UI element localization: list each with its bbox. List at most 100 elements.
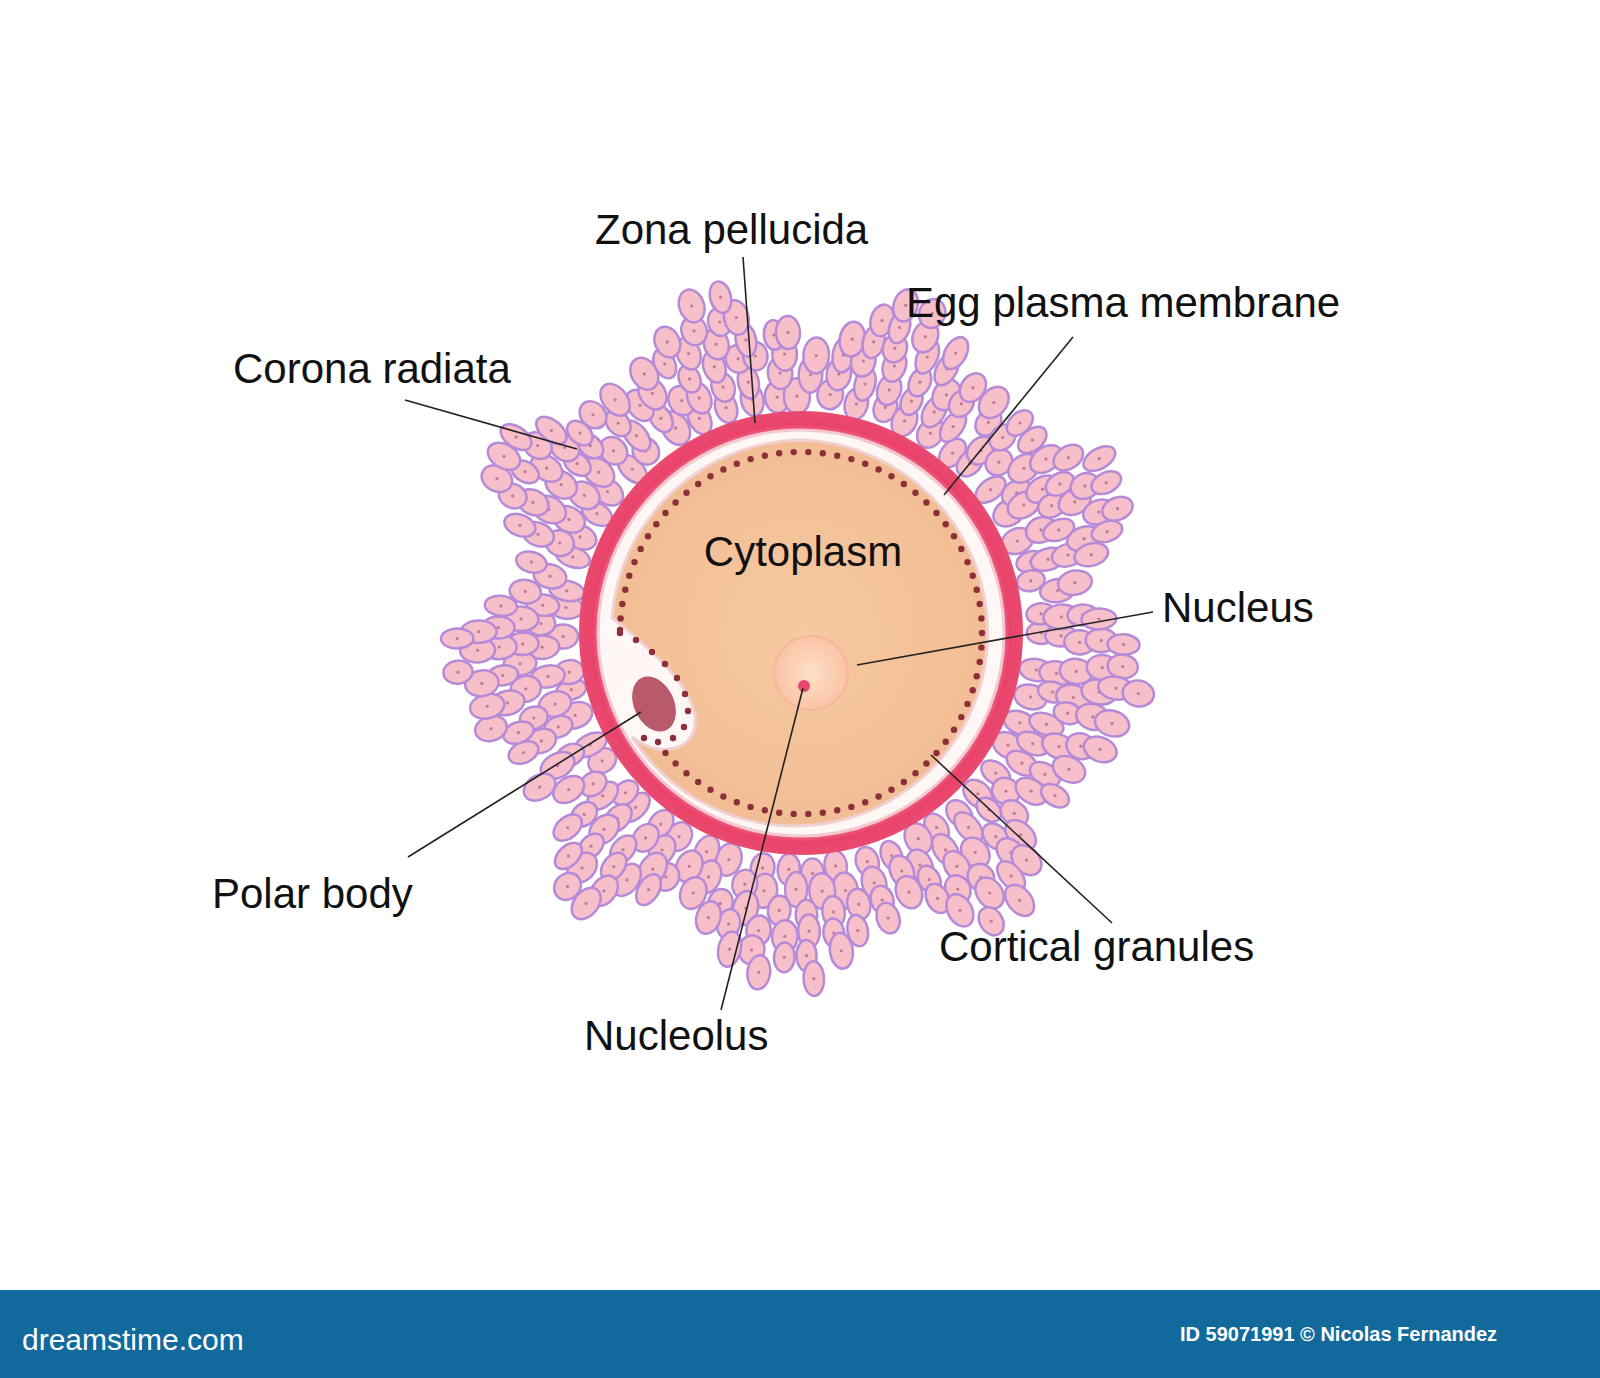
cell-nucleus — [1097, 510, 1100, 513]
follicle-cell — [1080, 732, 1120, 767]
cell-nucleus — [1029, 579, 1032, 582]
cell-nucleus — [625, 878, 628, 881]
follicle-cell — [1121, 678, 1156, 709]
cortical-granule — [681, 724, 687, 730]
cell-nucleus — [719, 296, 722, 299]
follicle-cell — [1099, 493, 1136, 525]
cell-nucleus — [680, 399, 683, 402]
cortical-granule — [791, 449, 797, 455]
cell-nucleus — [856, 929, 859, 932]
cell-nucleus — [1099, 748, 1102, 751]
cell-nucleus — [881, 319, 884, 322]
cortical-granule — [747, 804, 753, 810]
cell-nucleus — [812, 977, 815, 980]
cell-nucleus — [907, 891, 910, 894]
cell-nucleus — [537, 533, 540, 536]
cell-nucleus — [1083, 537, 1086, 540]
cell-nucleus — [832, 910, 835, 913]
cell-nucleus — [606, 490, 609, 493]
cortical-granule — [933, 510, 939, 516]
cell-nucleus — [651, 392, 654, 395]
cortical-granule — [970, 687, 976, 693]
cell-nucleus — [574, 714, 577, 717]
cortical-granule — [638, 546, 644, 552]
cell-nucleus — [727, 922, 730, 925]
cell-nucleus — [560, 483, 563, 486]
cell-nucleus — [737, 357, 740, 360]
cell-nucleus — [1067, 768, 1070, 771]
perivitelline-space — [598, 430, 1004, 836]
leader-lines — [405, 257, 1153, 1010]
part-label: Cortical granules — [939, 924, 1254, 970]
cortical-granule — [776, 810, 782, 816]
cell-nucleus — [1066, 712, 1069, 715]
polar-body — [624, 669, 685, 738]
cortical-granule — [655, 739, 661, 745]
follicle-cell — [973, 381, 1015, 424]
cell-nucleus — [1067, 456, 1070, 459]
cell-nucleus — [612, 865, 615, 868]
cell-nucleus — [918, 381, 921, 384]
cell-nucleus — [498, 646, 501, 649]
follicle-cell — [1037, 779, 1073, 812]
cell-nucleus — [1078, 641, 1081, 644]
cell-nucleus — [1022, 467, 1025, 470]
cell-nucleus — [590, 845, 593, 848]
cortical-granule — [662, 661, 668, 667]
cell-nucleus — [757, 971, 760, 974]
cell-nucleus — [1001, 436, 1004, 439]
cell-nucleus — [1091, 715, 1094, 718]
leader-line — [721, 688, 803, 1010]
cell-nucleus — [514, 436, 517, 439]
cell-nucleus — [603, 828, 606, 831]
cell-nucleus — [522, 751, 525, 754]
cell-nucleus — [558, 542, 561, 545]
cell-nucleus — [924, 335, 927, 338]
cell-nucleus — [958, 909, 961, 912]
cell-nucleus — [566, 885, 569, 888]
cortical-granule — [734, 799, 740, 805]
cell-nucleus — [1043, 773, 1046, 776]
cell-nucleus — [1121, 665, 1124, 668]
cell-nucleus — [834, 864, 837, 867]
part-label: Cytoplasm — [704, 529, 902, 575]
cell-nucleus — [757, 929, 760, 932]
cortical-granule — [933, 750, 939, 756]
cell-nucleus — [546, 675, 549, 678]
cell-nucleus — [989, 488, 992, 491]
cell-nucleus — [502, 455, 505, 458]
cortical-granule — [977, 659, 983, 665]
cell-nucleus — [795, 395, 798, 398]
cortical-granule — [875, 466, 881, 472]
cell-nucleus — [707, 916, 710, 919]
part-label: Corona radiata — [233, 346, 511, 392]
cell-nucleus — [955, 865, 958, 868]
cell-nucleus — [1059, 634, 1062, 637]
cell-nucleus — [617, 422, 620, 425]
cell-nucleus — [851, 338, 854, 341]
cell-nucleus — [1039, 612, 1042, 615]
cell-nucleus — [565, 589, 568, 592]
cortical-granule — [776, 450, 782, 456]
cell-nucleus — [960, 402, 963, 405]
cell-nucleus — [517, 731, 520, 734]
cell-nucleus — [713, 365, 716, 368]
cell-nucleus — [705, 850, 708, 853]
part-label: Zona pellucida — [595, 207, 868, 253]
cell-nucleus — [506, 701, 509, 704]
cell-nucleus — [581, 866, 584, 869]
cytoplasm — [612, 440, 988, 826]
follicle-cell — [441, 628, 474, 649]
cell-nucleus — [1031, 742, 1034, 745]
cell-nucleus — [954, 352, 957, 355]
cell-nucleus — [763, 889, 766, 892]
follicle-cell — [802, 337, 830, 374]
cell-nucleus — [1055, 672, 1058, 675]
cell-nucleus — [987, 421, 990, 424]
nucleus — [774, 636, 848, 710]
cell-nucleus — [659, 823, 662, 826]
cell-nucleus — [829, 393, 832, 396]
follicle-cell — [484, 594, 518, 617]
leader-line — [408, 712, 641, 857]
leader-line — [944, 337, 1073, 495]
